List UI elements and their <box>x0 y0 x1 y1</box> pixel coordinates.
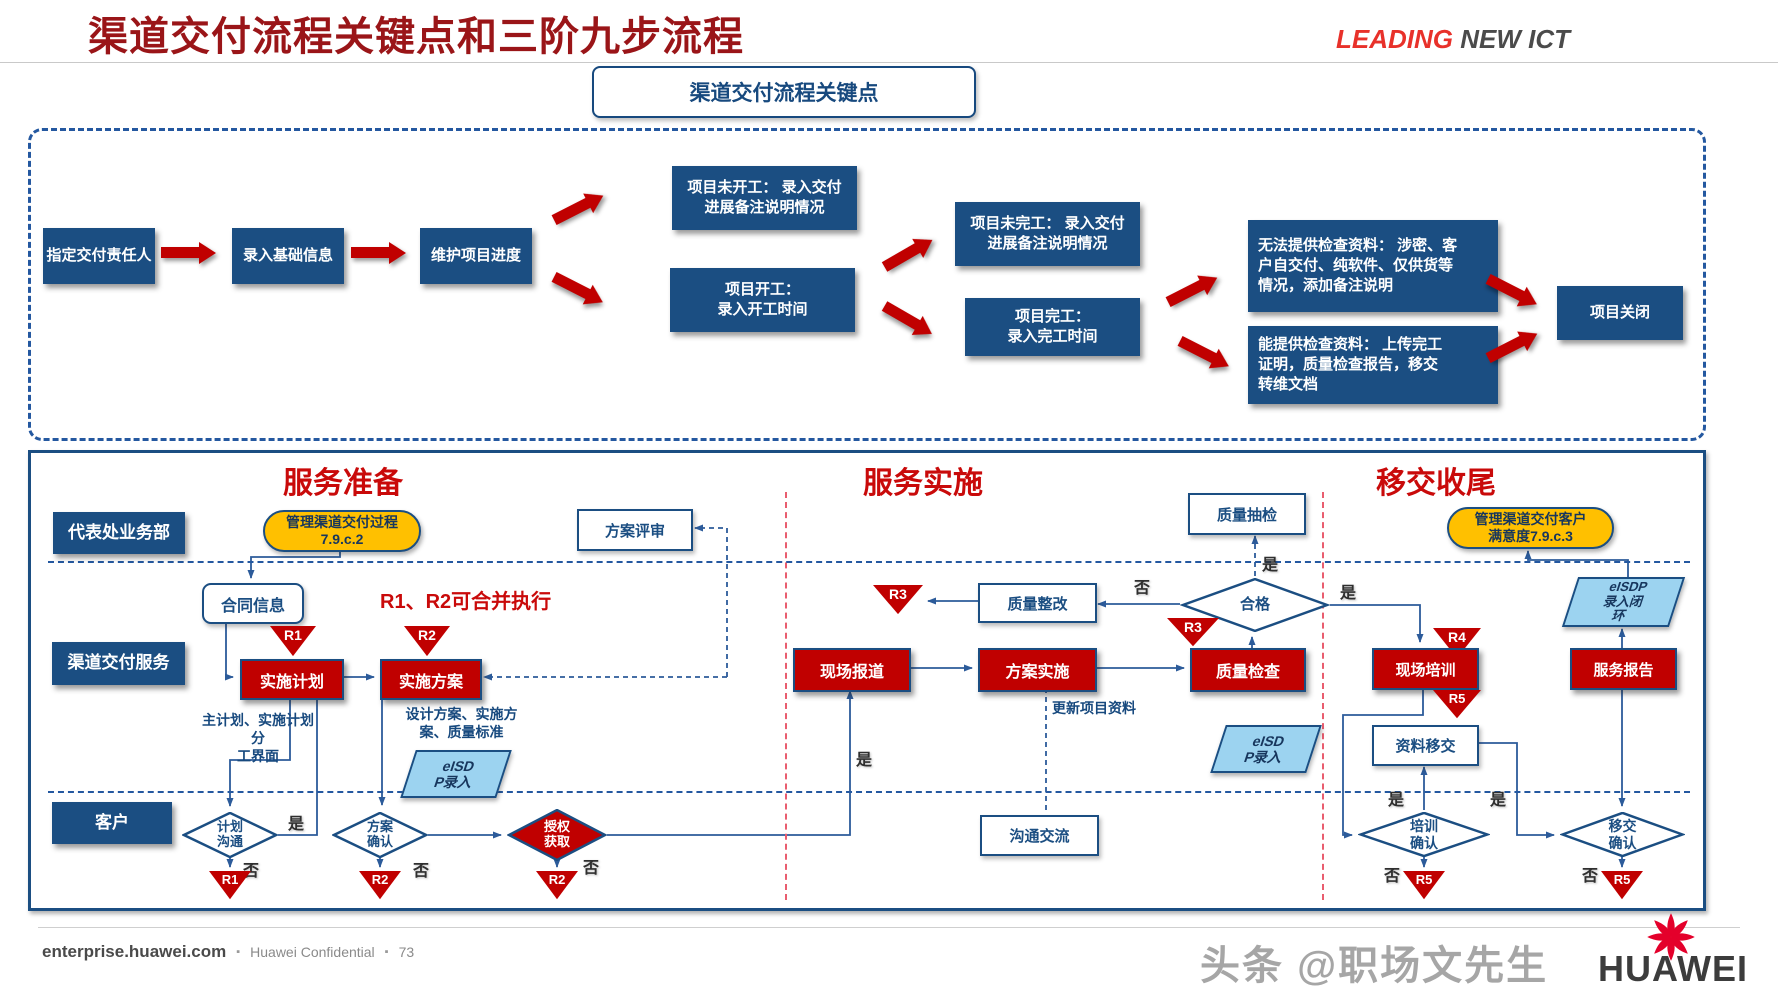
node-quality-check: 质量检查 <box>1190 648 1306 692</box>
lane-divider <box>48 791 1690 793</box>
diamond-handover-confirm: 移交 确认 <box>1560 812 1685 857</box>
node-scheme-impl: 方案实施 <box>978 648 1097 692</box>
bullet-icon: ▪ <box>236 946 241 958</box>
node-not-finished: 项目未完工： 录入交付 进展备注说明情况 <box>955 202 1140 266</box>
lane-label-channel-service: 渠道交付服务 <box>52 642 185 685</box>
note-design-scheme: 设计方案、实施方 案、质量标准 <box>405 706 518 741</box>
lane-label-rep-office: 代表处业务部 <box>53 512 185 554</box>
logo-rest: NEW ICT <box>1453 24 1570 54</box>
footer-page-number: 73 <box>398 944 415 960</box>
label-no: 否 <box>1384 868 1401 885</box>
label-yes: 是 <box>1340 585 1357 602</box>
diamond-label: 合格 <box>1239 596 1270 614</box>
phase-divider <box>785 492 787 900</box>
label-no: 否 <box>583 860 600 877</box>
diamond-auth-obtain: 授权 获取 <box>507 809 607 861</box>
node-not-started: 项目未开工： 录入交付 进展备注说明情况 <box>672 166 857 230</box>
note-master-plan: 主计划、实施计划分 工界面 <box>202 712 314 765</box>
node-quality-rectify: 质量整改 <box>978 583 1097 623</box>
arrow-right-icon <box>351 247 389 258</box>
bullet-icon: ▪ <box>384 946 389 958</box>
label-yes: 是 <box>856 752 873 769</box>
eisdp-entry-parallelogram: eISD P录入 <box>1210 725 1322 773</box>
node-project-closed: 项目关闭 <box>1557 286 1683 340</box>
note-update-project-docs: 更新项目资料 <box>1052 700 1136 716</box>
header-divider <box>0 62 1778 63</box>
node-communication: 沟通交流 <box>980 815 1099 856</box>
label-no: 否 <box>1134 580 1151 597</box>
pill-manage-delivery-process: 管理渠道交付过程 7.9.c.2 <box>263 510 421 552</box>
footer-confidential: Huawei Confidential <box>250 944 375 960</box>
leading-new-ict-logo: LEADING NEW ICT <box>1336 24 1570 55</box>
node-material-handover: 资料移交 <box>1372 725 1479 766</box>
note-r1-r2-merge: R1、R2可合并执行 <box>380 591 552 613</box>
node-started: 项目开工： 录入开工时间 <box>670 268 855 332</box>
logo-leading: LEADING <box>1336 24 1453 54</box>
node-impl-plan: 实施计划 <box>240 659 344 700</box>
huawei-brand-text: HUAWEI <box>1598 948 1748 989</box>
node-site-training: 现场培训 <box>1372 648 1479 690</box>
node-enter-basic-info: 录入基础信息 <box>232 228 344 284</box>
footer: enterprise.huawei.com ▪ Huawei Confident… <box>42 942 414 962</box>
diamond-label: 授权 获取 <box>543 819 570 849</box>
node-scheme-review: 方案评审 <box>577 509 693 551</box>
lane-label-customer: 客户 <box>52 802 172 844</box>
phase-prepare: 服务准备 <box>283 467 403 500</box>
node-quality-sampling: 质量抽检 <box>1188 493 1306 535</box>
node-contract-info: 合同信息 <box>202 583 304 624</box>
keypoint-flow-container <box>28 128 1706 441</box>
node-maintain-progress: 维护项目进度 <box>420 228 532 284</box>
diamond-label: 培训 确认 <box>1410 818 1438 851</box>
arrow-right-icon <box>161 247 199 258</box>
footer-site: enterprise.huawei.com <box>42 942 227 961</box>
label-yes: 是 <box>1490 792 1507 809</box>
diamond-label: 移交 确认 <box>1608 818 1637 851</box>
label-no: 否 <box>413 863 430 880</box>
node-impl-scheme: 实施方案 <box>380 659 482 700</box>
node-site-checkin: 现场报道 <box>793 648 911 692</box>
label-yes: 是 <box>1262 557 1279 574</box>
label-no: 否 <box>1582 868 1599 885</box>
phase-divider <box>1322 492 1324 900</box>
diamond-scheme-confirm: 方案 确认 <box>332 812 428 858</box>
eisdp-close-parallelogram: eISDP 录入闭 环 <box>1561 577 1686 627</box>
huawei-flower-icon <box>1647 913 1695 961</box>
label-yes: 是 <box>288 816 305 833</box>
pill-manage-satisfaction: 管理渠道交付客户 满意度7.9.c.3 <box>1447 507 1614 549</box>
footer-divider <box>38 927 1740 928</box>
swimlane-panel <box>28 450 1706 911</box>
lane-divider <box>48 561 1690 563</box>
label-yes: 是 <box>1388 792 1405 809</box>
node-cannot-provide-docs: 无法提供检查资料： 涉密、客 户自交付、纯软件、仅供货等 情况，添加备注说明 <box>1248 220 1498 312</box>
diamond-label: 方案 确认 <box>366 819 393 849</box>
node-can-provide-docs: 能提供检查资料： 上传完工 证明，质量检查报告，移交 转维文档 <box>1248 326 1498 404</box>
eisdp-entry-parallelogram: eISD P录入 <box>400 750 512 798</box>
node-service-report: 服务报告 <box>1570 648 1677 690</box>
page-title: 渠道交付流程关键点和三阶九步流程 <box>88 15 744 59</box>
watermark: 头条 @职场文先生 <box>1200 944 1549 988</box>
phase-handover: 移交收尾 <box>1376 467 1496 500</box>
node-finished: 项目完工： 录入完工时间 <box>965 298 1140 356</box>
diamond-plan-communication: 计划 沟通 <box>182 812 278 858</box>
keypoint-banner: 渠道交付流程关键点 <box>592 66 976 118</box>
node-assign-owner: 指定交付责任人 <box>43 228 155 284</box>
phase-implement: 服务实施 <box>863 467 983 500</box>
diamond-qualified: 合格 <box>1180 578 1330 632</box>
diamond-label: 计划 沟通 <box>216 819 243 849</box>
diamond-training-confirm: 培训 确认 <box>1358 812 1490 857</box>
